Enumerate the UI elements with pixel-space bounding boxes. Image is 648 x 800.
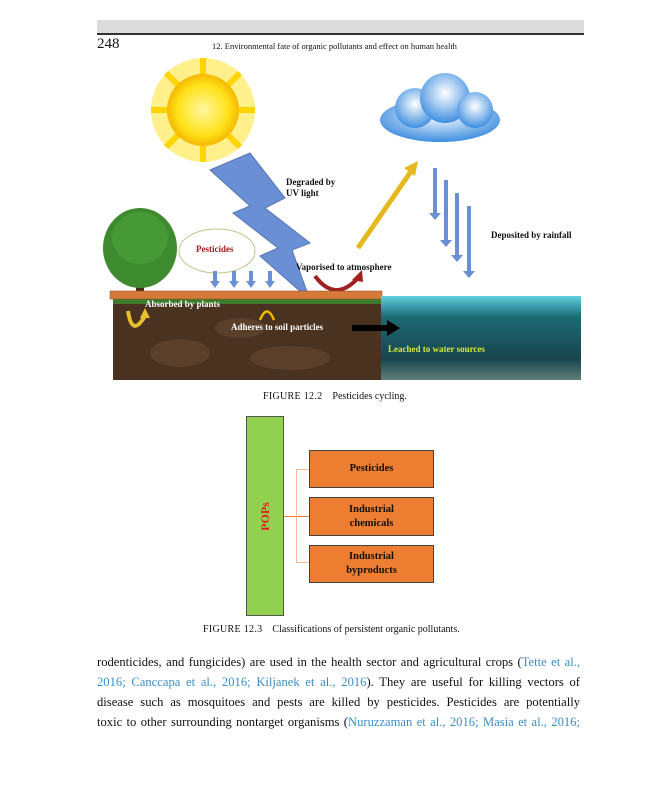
soil-layer — [113, 298, 381, 380]
soil-surface — [109, 290, 383, 300]
caption-number: FIGURE 12.2 — [263, 391, 323, 402]
tree-icon — [103, 208, 177, 293]
class-box-industrial-byproducts: Industrial byproducts — [309, 545, 434, 583]
text: ). They are useful for killing vectors o… — [366, 675, 581, 689]
header-rule — [97, 33, 584, 35]
leach-arrow-icon — [352, 320, 400, 336]
page-number: 248 — [97, 36, 120, 52]
citation-link[interactable]: 2016; Canccapa et al., 2016; Kiljanek et… — [97, 675, 367, 689]
citation-link[interactable]: Tette et al., — [521, 655, 580, 669]
label-pesticides: Pesticides — [196, 244, 234, 254]
text: rodenticides, and fungicides) are used i… — [97, 655, 522, 669]
vapor-arrow-icon — [355, 161, 418, 250]
label-degraded-l1: Degraded by — [286, 177, 336, 187]
uv-lightning-icon — [209, 152, 312, 301]
body-line-3: disease such as mosquitoes and pests are… — [97, 695, 580, 709]
label-absorbed: Absorbed by plants — [145, 299, 221, 309]
caption-text: Pesticides cycling. — [332, 391, 407, 402]
figure-12-2-caption: FIGURE 12.2 Pesticides cycling. — [263, 391, 407, 402]
body-line-2: 2016; Canccapa et al., 2016; Kiljanek et… — [97, 672, 580, 692]
pops-root-label: POPs — [257, 501, 272, 531]
rainfall-arrows-icon — [429, 168, 475, 278]
class-label-l1: Industrial — [349, 551, 394, 562]
text: toxic to other surrounding nontarget org… — [97, 715, 348, 729]
label-leached: Leached to water sources — [388, 344, 485, 354]
pops-root-box: POPs — [246, 416, 284, 616]
pesticides-cycling-illustration — [103, 58, 581, 380]
label-vaporised: Vaporised to atmosphere — [296, 262, 392, 272]
citation-link[interactable]: Nuruzzaman et al., 2016; Masia et al., 2… — [347, 715, 580, 729]
class-label-l2: byproducts — [346, 565, 397, 576]
class-box-pesticides: Pesticides — [309, 450, 434, 488]
caption-text: Classifications of persistent organic po… — [272, 624, 460, 635]
figure-12-3-caption: FIGURE 12.3 Classifications of persistent… — [203, 624, 460, 635]
class-label-l1: Industrial — [349, 503, 394, 515]
class-box-industrial-chemicals: Industrial chemicals — [309, 497, 434, 536]
vaporised-curve-icon — [313, 274, 360, 292]
caption-number: FIGURE 12.3 — [203, 624, 263, 635]
label-adheres: Adheres to soil particles — [231, 322, 324, 332]
label-deposited: Deposited by rainfall — [491, 230, 572, 240]
pesticide-down-arrows-icon — [210, 271, 275, 288]
header-bar — [97, 20, 584, 33]
label-degraded-l2: UV light — [286, 188, 319, 198]
water-body — [381, 296, 581, 380]
running-head: 12. Environmental fate of organic pollut… — [212, 41, 457, 51]
body-line-4: toxic to other surrounding nontarget org… — [97, 712, 580, 732]
absorbed-arrow-icon — [126, 310, 147, 328]
figure-pesticides-cycling: Degraded by UV light Pesticides Vaporise… — [100, 58, 585, 383]
cloud-icon — [380, 73, 500, 142]
adheres-arc-icon — [258, 310, 276, 321]
class-label-l2: chemicals — [349, 517, 394, 529]
sun-icon — [151, 58, 255, 162]
class-label: Pesticides — [349, 463, 394, 474]
connector — [296, 469, 309, 563]
body-line-1: rodenticides, and fungicides) are used i… — [97, 652, 580, 672]
